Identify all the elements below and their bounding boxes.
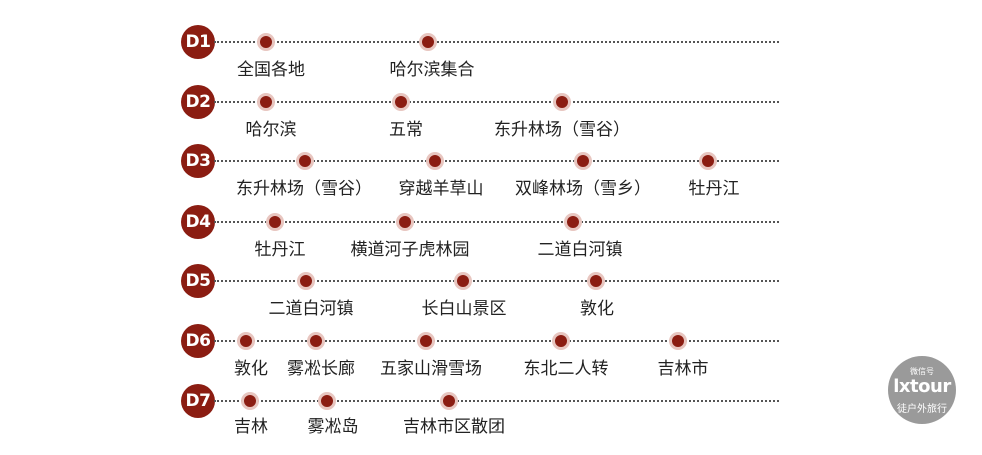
route-line (214, 400, 779, 402)
stop-marker (260, 96, 272, 108)
day-badge: D6 (181, 324, 215, 358)
day-row-d1: D1 全国各地 哈尔滨集合 (0, 25, 982, 85)
stop-label: 五常 (389, 120, 423, 140)
stop-marker (321, 395, 333, 407)
stop-marker (577, 155, 589, 167)
stop-label: 横道河子虎林园 (350, 240, 470, 260)
stop-marker (300, 275, 312, 287)
stop-marker (399, 216, 411, 228)
stop-marker (299, 155, 311, 167)
stop-label: 东升林场（雪谷） (494, 120, 630, 140)
stop-label: 吉林市 (657, 359, 709, 379)
route-line (214, 101, 779, 103)
route-line (214, 221, 779, 223)
stop-label: 二道白河镇 (268, 299, 354, 319)
stop-marker (260, 36, 272, 48)
stop-label: 雾凇长廊 (287, 359, 355, 379)
route-line (214, 280, 779, 282)
stop-marker (269, 216, 281, 228)
stop-marker (567, 216, 579, 228)
stop-marker (672, 335, 684, 347)
stop-marker (457, 275, 469, 287)
stop-label: 吉林 (234, 417, 268, 437)
stop-marker (395, 96, 407, 108)
stop-label: 牡丹江 (254, 240, 306, 260)
watermark-top-text: 微信号 (910, 367, 934, 376)
stop-label: 吉林市区散团 (403, 417, 505, 437)
stop-marker (310, 335, 322, 347)
stop-marker (240, 335, 252, 347)
day-badge: D3 (181, 144, 215, 178)
stop-label: 长白山景区 (421, 299, 507, 319)
stop-label: 东北二人转 (523, 359, 609, 379)
day-row-d5: D5 二道白河镇 长白山景区 敦化 (0, 264, 982, 324)
route-line (214, 340, 779, 342)
stop-label: 哈尔滨 (245, 120, 297, 140)
day-row-d2: D2 哈尔滨 五常 东升林场（雪谷） (0, 85, 982, 145)
stop-label: 哈尔滨集合 (389, 60, 475, 80)
stop-marker (429, 155, 441, 167)
watermark-logo: 微信号 lxtour 徒户外旅行 (888, 356, 956, 424)
stop-marker (590, 275, 602, 287)
route-line (214, 41, 779, 43)
stop-label: 穿越羊草山 (398, 179, 484, 199)
stop-label: 五家山滑雪场 (380, 359, 482, 379)
watermark-bottom-text: 徒户外旅行 (897, 404, 947, 415)
stop-marker (702, 155, 714, 167)
stop-label: 双峰林场（雪乡） (515, 179, 651, 199)
route-line (214, 160, 779, 162)
stop-label: 全国各地 (237, 60, 305, 80)
watermark-brand-text: lxtour (893, 376, 951, 397)
stop-label: 敦化 (234, 359, 268, 379)
day-row-d3: D3 东升林场（雪谷） 穿越羊草山 双峰林场（雪乡） 牡丹江 (0, 144, 982, 204)
day-badge: D1 (181, 25, 215, 59)
day-row-d7: D7 吉林 雾凇岛 吉林市区散团 (0, 384, 982, 444)
stop-label: 二道白河镇 (537, 240, 623, 260)
stop-label: 东升林场（雪谷） (236, 179, 372, 199)
stop-label: 牡丹江 (688, 179, 740, 199)
stop-marker (420, 335, 432, 347)
stop-label: 雾凇岛 (307, 417, 359, 437)
day-badge: D2 (181, 85, 215, 119)
stop-marker (556, 96, 568, 108)
day-row-d4: D4 牡丹江 横道河子虎林园 二道白河镇 (0, 205, 982, 265)
day-badge: D5 (181, 264, 215, 298)
stop-label: 敦化 (580, 299, 614, 319)
stop-marker (443, 395, 455, 407)
stop-marker (555, 335, 567, 347)
stop-marker (244, 395, 256, 407)
day-badge: D4 (181, 205, 215, 239)
stop-marker (422, 36, 434, 48)
day-row-d6: D6 敦化 雾凇长廊 五家山滑雪场 东北二人转 吉林市 (0, 324, 982, 384)
day-badge: D7 (181, 384, 215, 418)
